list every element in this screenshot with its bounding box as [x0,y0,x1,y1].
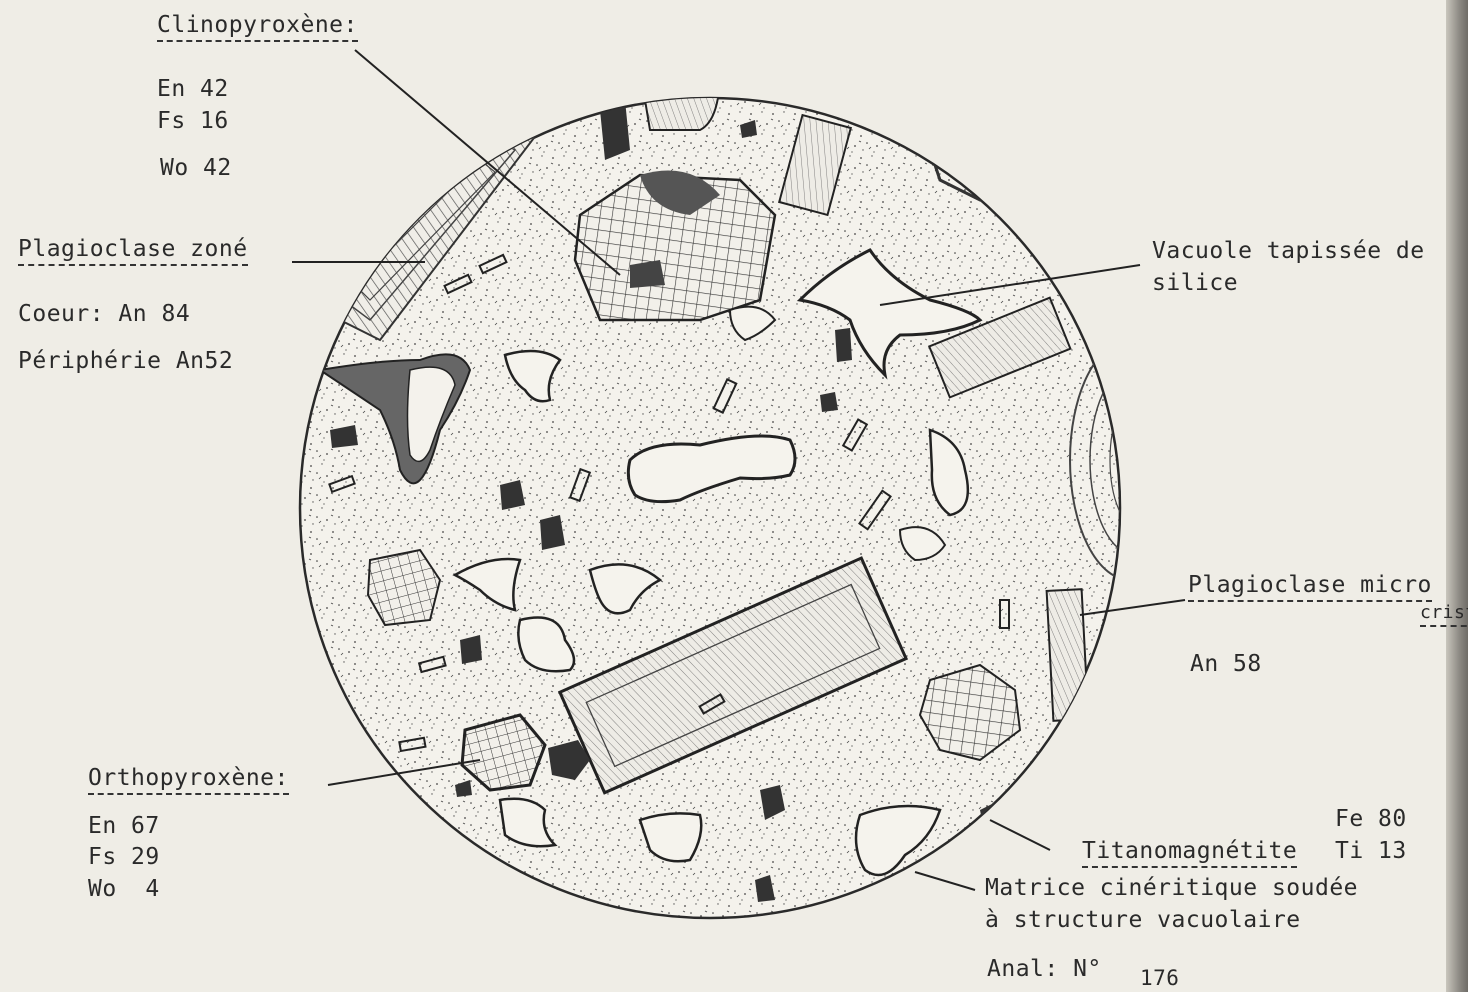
plagioclase-microcrystal [1047,589,1089,721]
clinopyroxene-wo: Wo 42 [160,157,232,180]
plagioclase-micro-title: Plagioclase micro [1188,574,1432,602]
upper-vacuole [640,70,720,130]
plagioclase-zone-title: Plagioclase zoné [18,238,248,266]
page-edge [1446,0,1468,992]
matrice-line2: à structure vacuolaire [985,909,1301,932]
clinopyroxene-title: Clinopyroxène: [157,14,358,42]
matrice-line1: Matrice cinéritique soudée [985,877,1358,900]
page-number: 176 [1140,968,1179,989]
vacuole-label-line2: silice [1152,272,1238,295]
orthopyroxene-title: Orthopyroxène: [88,767,289,795]
titanomagnetite-fe: Fe 80 [1335,808,1407,831]
titanomagnetite-ti: Ti 13 [1335,840,1407,863]
orthopyroxene-en: En 67 [88,815,160,838]
clinopyroxene-en: En 42 [157,78,229,101]
plagioclase-micro-an: An 58 [1190,653,1262,676]
orthopyroxene-wo: Wo 4 [88,878,160,901]
plagioclase-zone-coeur: Coeur: An 84 [18,303,190,326]
anal-label: Anal: N° [987,958,1102,981]
orthopyroxene-fs: Fs 29 [88,846,160,869]
plagioclase-micro-line2: crist [1420,604,1468,627]
plagioclase-zone-peripherie: Périphérie An52 [18,350,233,373]
clinopyroxene-fs: Fs 16 [157,110,229,133]
vacuole-label-line1: Vacuole tapissée de [1152,240,1425,263]
titanomagnetite-title: Titanomagnétite [1082,840,1297,868]
